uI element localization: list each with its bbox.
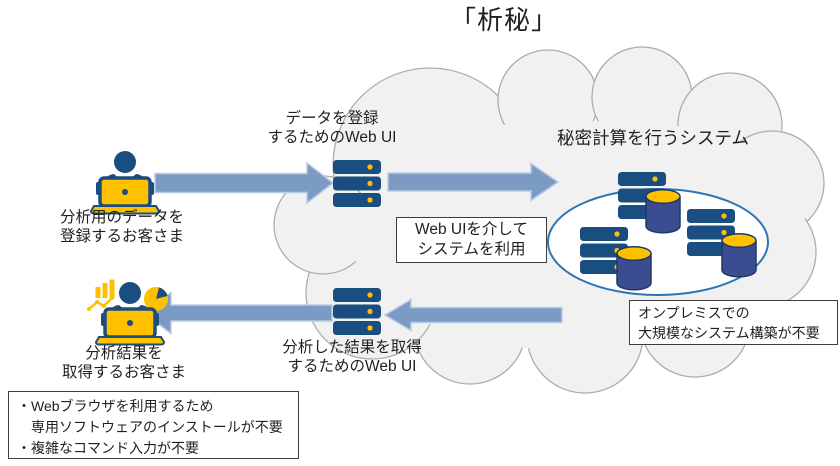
browser-notes-callout: ・Webブラウザを利用するため 専用ソフトウェアのインストールが不要 ・複雑なコ… bbox=[8, 391, 299, 459]
pie-chart-icon bbox=[144, 287, 168, 311]
arrow-customer-to-register-ui bbox=[154, 161, 335, 205]
arrow-system-to-result-ui bbox=[383, 298, 563, 332]
arrow-result-ui-to-customer bbox=[142, 290, 333, 336]
webui-usage-callout: Web UIを介して システムを利用 bbox=[396, 217, 547, 263]
register-webui-label: データを登録 するためのWeb UI bbox=[267, 110, 397, 146]
register-customer-label: 分析用のデータを 登録するお客さま bbox=[59, 209, 184, 245]
onpremise-callout: オンプレミスでの 大規模なシステム構築が不要 bbox=[629, 300, 838, 345]
result-customer-label: 分析結果を 取得するお客さま bbox=[61, 345, 186, 381]
result-customer-icon bbox=[87, 279, 168, 347]
result-webui-server-icon bbox=[333, 288, 381, 335]
arrow-register-ui-to-system bbox=[387, 162, 560, 202]
result-webui-label: 分析した結果を取得 するためのWeb UI bbox=[282, 339, 422, 375]
register-webui-server-icon bbox=[333, 160, 381, 207]
page-title: 「析秘」 bbox=[449, 5, 558, 35]
secure-system-label: 秘密計算を行うシステム bbox=[557, 128, 749, 148]
register-customer-icon bbox=[89, 149, 161, 216]
bar-chart-icon bbox=[87, 279, 115, 311]
